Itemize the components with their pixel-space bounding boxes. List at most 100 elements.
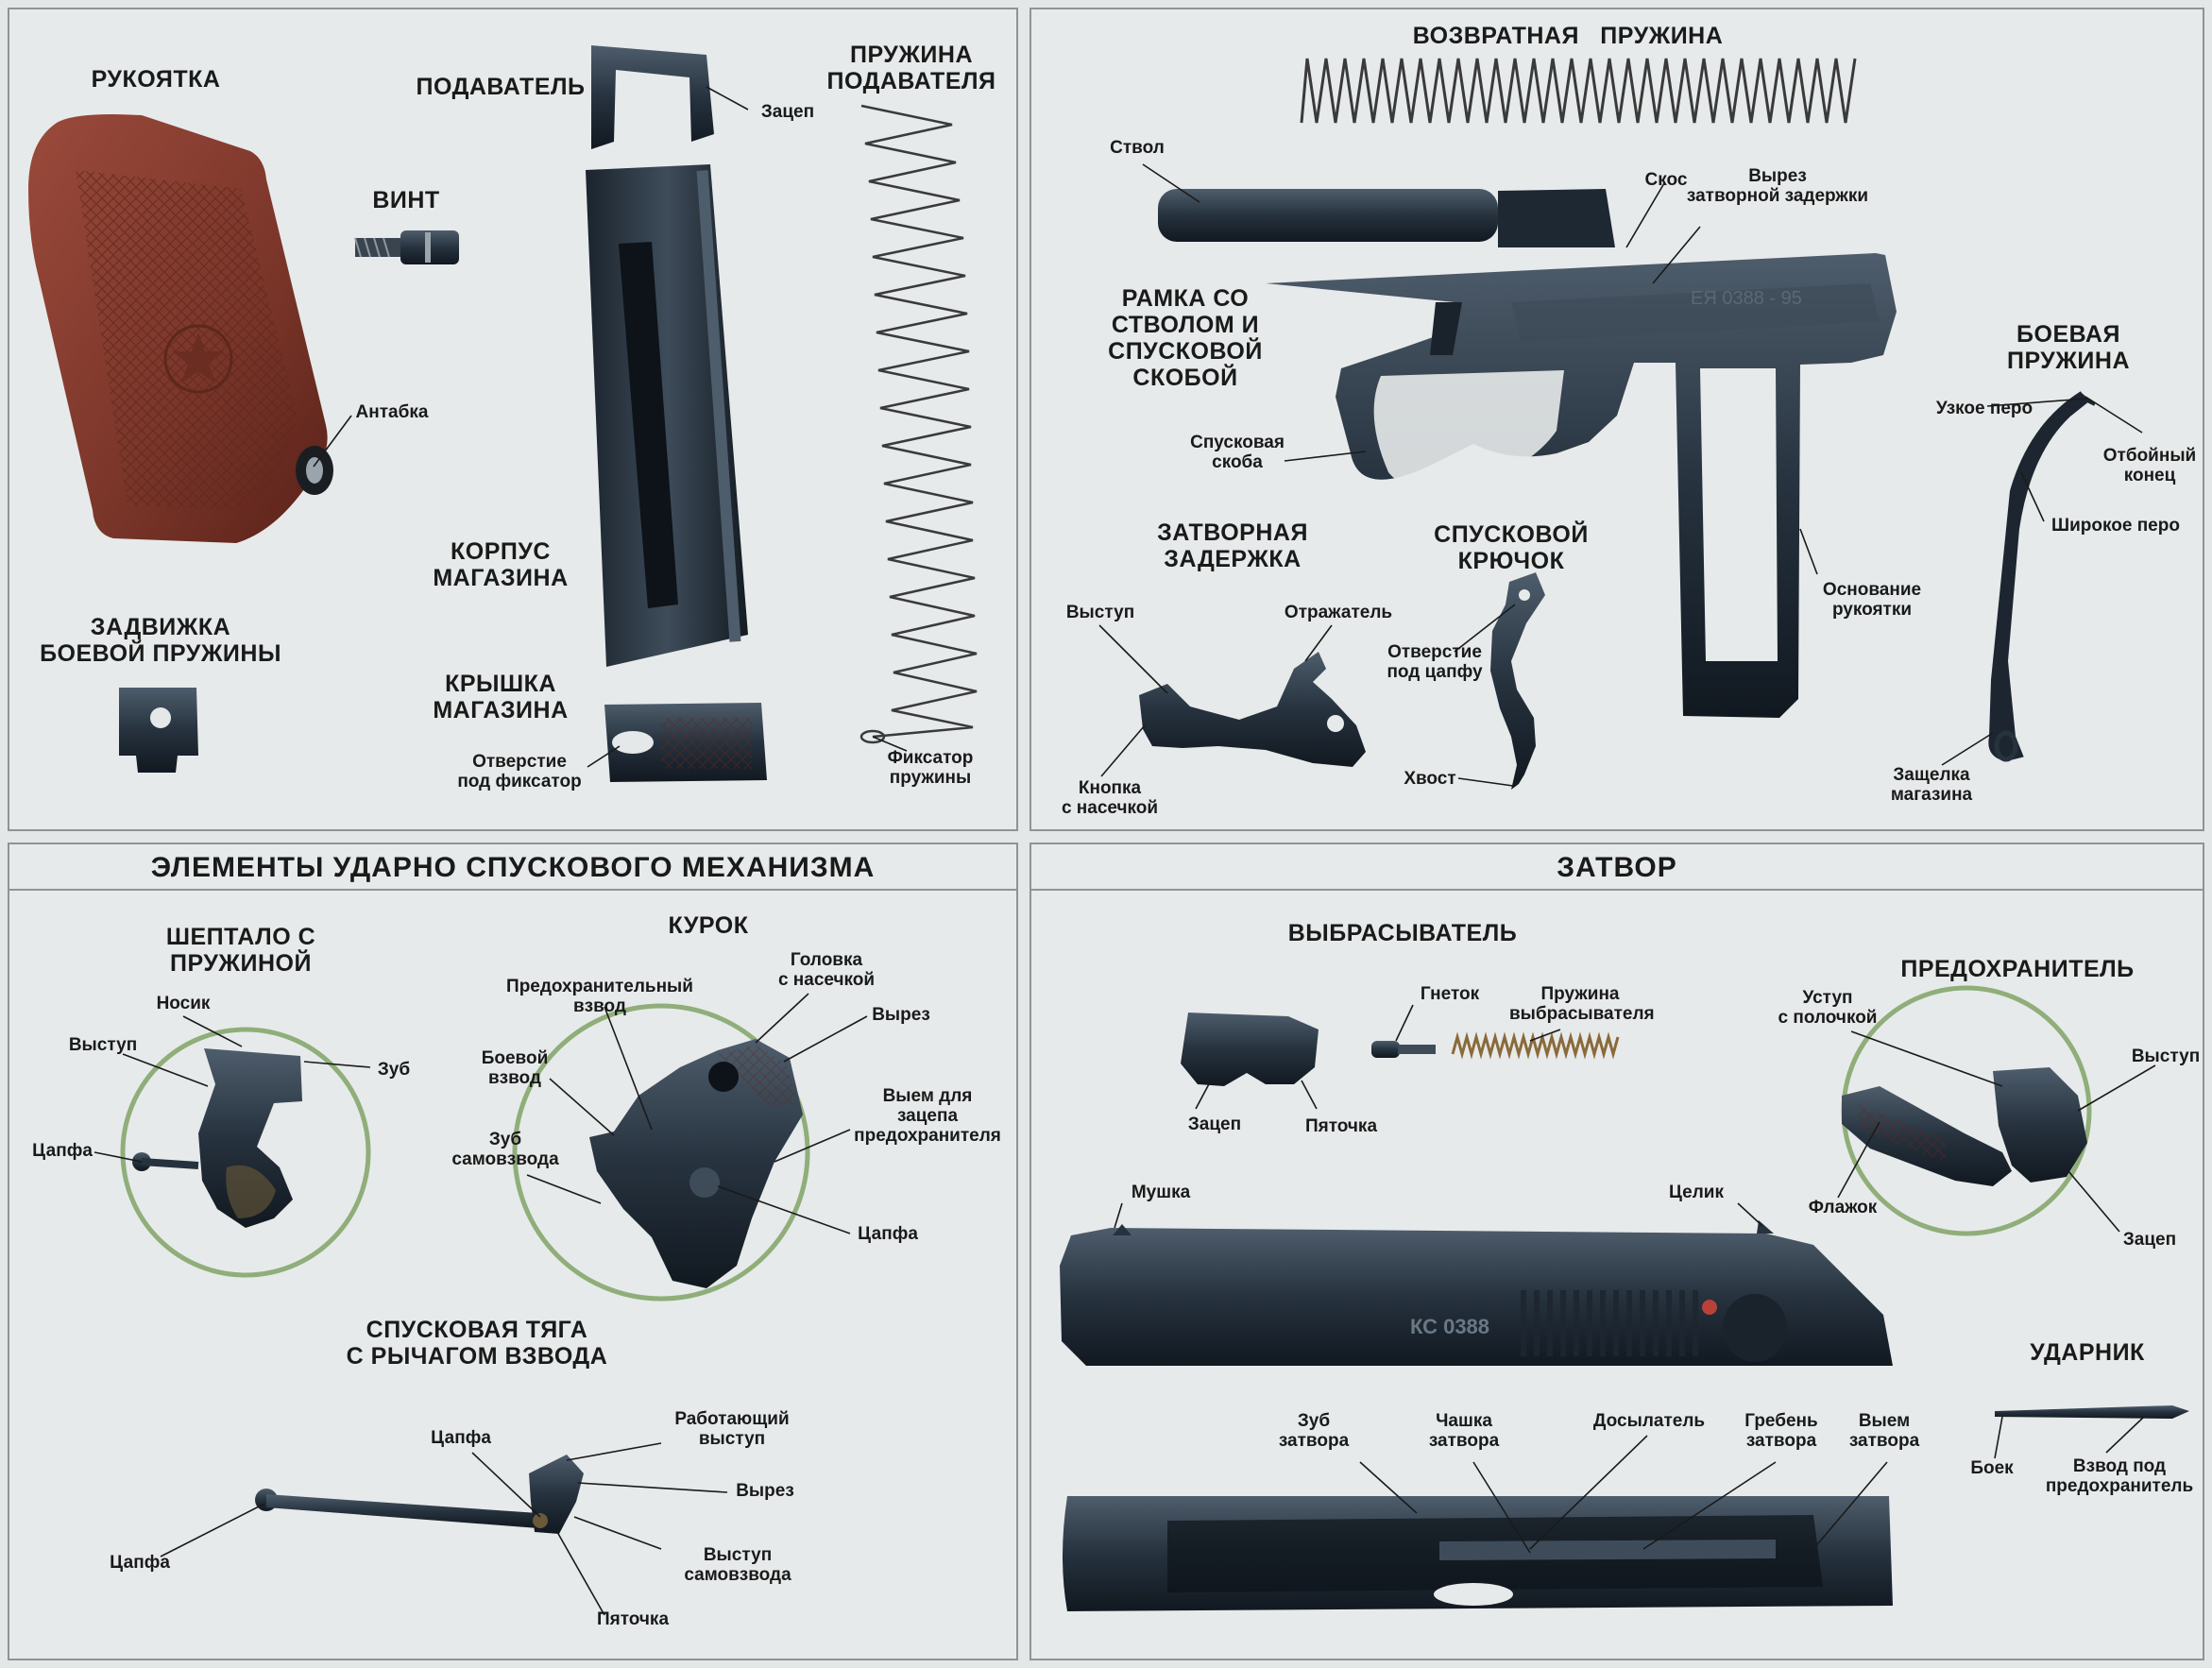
label-narrow-blade: Узкое перо: [1935, 399, 2033, 418]
gnetok-part: [1371, 1041, 1436, 1058]
label-heel-bar: Пяточка: [596, 1609, 670, 1629]
label-antabka: Антабка: [355, 402, 429, 422]
label-pin-safety-notch: Взвод под предохранитель: [2045, 1456, 2194, 1496]
label-pivot-hole: Отверстие под цапфу: [1387, 642, 1483, 682]
label-extractor-spring: Пружина выбрасывателя: [1509, 984, 1655, 1024]
label-reflector: Отражатель: [1284, 603, 1393, 622]
label-slide-stop-cut: Вырез затворной задержки: [1686, 166, 1869, 206]
label-button: Кнопка с насечкой: [1061, 778, 1159, 818]
label-vystup-sear: Выступ: [68, 1035, 138, 1055]
label-front-sight: Мушка: [1131, 1183, 1191, 1202]
title-frame: РАМКА СО СТВОЛОМ И СПУСКОВОЙ СКОБОЙ: [1108, 285, 1263, 391]
label-zub-sear: Зуб: [377, 1060, 411, 1080]
label-self-cock-lug: Выступ самовзвода: [684, 1545, 791, 1585]
label-full-cock: Боевой взвод: [481, 1048, 549, 1088]
label-cut-hammer: Вырез: [872, 1005, 930, 1025]
magazine-cover: [604, 703, 767, 782]
label-trigger-guard: Спусковая скоба: [1190, 433, 1285, 472]
label-slide-ridge: Гребень затвора: [1744, 1411, 1818, 1451]
slide-stop-part: [1139, 652, 1366, 767]
label-cut-bar: Вырез: [736, 1481, 794, 1501]
handle-grip: [28, 114, 333, 543]
section-slide: ЗАТВОР: [1031, 847, 2203, 891]
hammer-circle: [512, 1003, 810, 1302]
label-nosik: Носик: [156, 994, 211, 1013]
trigger-part: [1490, 572, 1545, 790]
label-head-knurl: Головка с насечкой: [777, 950, 876, 990]
title-trigger-bar: СПУСКОВАЯ ТЯГА С РЫЧАГОМ ВЗВОДА: [346, 1317, 608, 1370]
label-wide-blade: Широкое перо: [2051, 516, 2180, 536]
label-zacep-feeder: Зацеп: [760, 102, 815, 122]
label-gnetok: Гнеток: [1420, 984, 1480, 1004]
label-handle-base: Основание рукоятки: [1822, 580, 1922, 620]
title-trigger: СПУСКОВОЙ КРЮЧОК: [1434, 521, 1589, 574]
title-safety: ПРЕДОХРАНИТЕЛЬ: [1900, 956, 2135, 982]
magazine-body: [586, 164, 748, 667]
section-firing-mechanism: ЭЛЕМЕНТЫ УДАРНО СПУСКОВОГО МЕХАНИЗМА: [9, 847, 1016, 891]
label-breech-face: Чашка затвора: [1428, 1411, 1500, 1451]
label-slide-tooth: Зуб затвора: [1278, 1411, 1350, 1451]
title-screw: ВИНТ: [372, 187, 440, 213]
svg-text:ЕЯ 0388 - 95: ЕЯ 0388 - 95: [1691, 288, 1802, 309]
label-working-lug: Работающий выступ: [674, 1409, 790, 1449]
title-handle: РУКОЯТКА: [91, 66, 221, 93]
return-spring: [1300, 58, 1857, 124]
title-slide-stop: ЗАТВОРНАЯ ЗАДЕРЖКА: [1157, 519, 1308, 572]
label-ledge-shelf: Уступ с полочкой: [1778, 988, 1878, 1028]
label-rammer: Досылатель: [1592, 1411, 1706, 1431]
trigger-bar-part: [255, 1455, 584, 1534]
label-safety-recess: Выем для зацепа предохранителя: [854, 1086, 1001, 1146]
title-sear: ШЕПТАЛО С ПРУЖИНОЙ: [165, 924, 316, 977]
extractor-part: [1181, 1013, 1319, 1086]
label-vystup-stop: Выступ: [1065, 603, 1135, 622]
title-feeder-spring: ПРУЖИНА ПОДАВАТЕЛЯ: [826, 42, 996, 94]
title-mag-cover: КРЫШКА МАГАЗИНА: [433, 671, 569, 723]
latch-mainspring: [119, 688, 198, 773]
label-fixator-hole: Отверстие под фиксатор: [457, 752, 582, 791]
frame-with-barrel: ЕЯ 0388 - 95: [1158, 189, 1897, 718]
label-firing-pin-tip: Боек: [1970, 1458, 2014, 1478]
mainspring: [1988, 391, 2096, 762]
extractor-spring-part: [1451, 1031, 1620, 1060]
label-safety-notch: Предохранительный взвод: [506, 977, 693, 1016]
label-vystup-safety: Выступ: [2131, 1047, 2201, 1066]
title-extractor: ВЫБРАСЫВАТЕЛЬ: [1287, 920, 1518, 946]
label-slide-recess: Выем затвора: [1848, 1411, 1920, 1451]
label-extractor-heel: Пяточка: [1304, 1116, 1378, 1136]
label-flag: Флажок: [1808, 1198, 1878, 1217]
title-latch: ЗАДВИЖКА БОЕВОЙ ПРУЖИНЫ: [40, 614, 281, 667]
label-skos: Скос: [1644, 170, 1688, 190]
label-capfa-bar-left: Цапфа: [110, 1553, 170, 1573]
slide-upper: [1060, 1220, 1893, 1366]
slide-lower: [1063, 1496, 1893, 1611]
safety-part: [1842, 1067, 2087, 1186]
leader-lines: [94, 86, 2156, 1616]
screw: [354, 230, 459, 264]
label-extractor-hook: Зацеп: [1187, 1115, 1242, 1134]
label-capfa-sear: Цапфа: [32, 1141, 93, 1161]
label-serial: КС 0388: [1409, 1315, 1490, 1338]
label-tail: Хвост: [1404, 769, 1456, 789]
label-zacep-safety: Зацеп: [2122, 1230, 2177, 1250]
sear-part: [132, 1048, 302, 1228]
title-return-spring: ВОЗВРАТНАЯ ПРУЖИНА: [1412, 23, 1724, 49]
label-rear-sight: Целик: [1669, 1183, 1724, 1202]
firing-pin-part: [1995, 1405, 2189, 1419]
label-capfa-bar-top: Цапфа: [431, 1428, 491, 1448]
label-rebound-end: Отбойный конец: [2102, 446, 2197, 485]
title-hammer: КУРОК: [668, 912, 749, 939]
title-mag-body: КОРПУС МАГАЗИНА: [433, 538, 569, 591]
sear-circle: [120, 1027, 371, 1278]
feeder: [591, 45, 714, 149]
hammer-part: [589, 1039, 803, 1288]
label-capfa-hammer: Цапфа: [858, 1224, 918, 1244]
label-barrel: Ствол: [1110, 138, 1165, 158]
label-spring-fixator: Фиксатор пружины: [887, 748, 974, 788]
label-self-cock-tooth: Зуб самовзвода: [451, 1130, 559, 1169]
label-mag-catch: Защелка магазина: [1890, 765, 1973, 805]
title-mainspring: БОЕВАЯ ПРУЖИНА: [2006, 321, 2131, 374]
title-feeder: ПОДАВАТЕЛЬ: [416, 74, 586, 100]
title-firing-pin: УДАРНИК: [2030, 1339, 2145, 1366]
feeder-spring: [859, 104, 978, 744]
